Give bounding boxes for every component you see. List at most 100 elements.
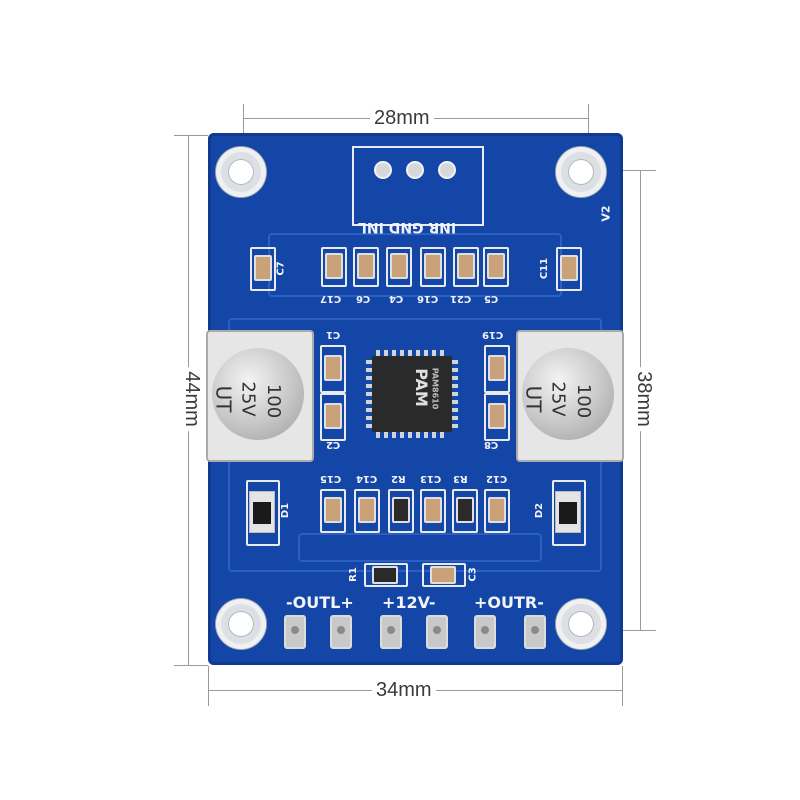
bottom-cap-frame: [354, 489, 380, 533]
mid-capacitor: [324, 355, 342, 381]
right-dimension-top-tick: [600, 170, 656, 171]
mounting-hole-top-left: [216, 147, 266, 197]
mid-cap-frame: [484, 393, 510, 441]
mounting-hole-bottom-right: [556, 599, 606, 649]
diode-label-right: D2: [534, 502, 546, 519]
r1-label: R1: [347, 567, 359, 582]
mid-cap-label: C1: [326, 329, 341, 340]
top-cap-label: C4: [389, 293, 404, 304]
mid-cap-frame: [320, 393, 346, 441]
top-dimension-left-tick: [243, 104, 244, 144]
terminal-pin: [330, 615, 352, 649]
chip-brand: PAM: [411, 368, 431, 407]
trace: [268, 233, 562, 297]
terminal-pin: [380, 615, 402, 649]
diode-left: [249, 491, 275, 533]
top-capacitor: [325, 253, 343, 279]
bottom-row-label: R2: [391, 473, 406, 484]
electrolytic-cap-right-series: UT: [521, 385, 546, 413]
terminal-label-12v: +12V-: [382, 593, 436, 612]
c3-capacitor: [430, 566, 456, 584]
bottom-res-frame: [388, 489, 414, 533]
electrolytic-cap-left: [212, 348, 304, 440]
electrolytic-cap-right-voltage: 25V: [547, 381, 569, 417]
top-cap-label: C21: [450, 293, 472, 304]
c3-label: C3: [467, 567, 479, 582]
diode-frame-left: [246, 480, 280, 546]
corner-label: V2: [599, 205, 613, 222]
side-capacitor-left: [254, 255, 272, 281]
input-header-outline: [352, 146, 484, 226]
chip-pins-left: [366, 360, 372, 428]
mid-capacitor: [324, 403, 342, 429]
left-dimension-label: 44mm: [180, 367, 203, 431]
trace: [298, 533, 542, 562]
top-cap-label: C17: [320, 293, 342, 304]
terminal-label-outl: -OUTL+: [286, 593, 354, 612]
bottom-capacitor: [424, 497, 442, 523]
r1-frame: [364, 563, 408, 587]
side-cap-label-left: C7: [275, 261, 287, 276]
top-cap-frame: [321, 247, 347, 287]
top-cap-frame: [420, 247, 446, 287]
top-dimension-label: 28mm: [370, 107, 434, 129]
bottom-capacitor: [324, 497, 342, 523]
bottom-capacitor: [358, 497, 376, 523]
top-cap-label: C5: [484, 293, 499, 304]
mid-cap-frame: [484, 345, 510, 393]
side-cap-frame-left: [250, 247, 276, 291]
input-header-label: INR GND INL: [358, 219, 457, 235]
top-dimension-right-tick: [588, 104, 589, 144]
bottom-cap-frame: [320, 489, 346, 533]
bottom-resistor: [456, 497, 474, 523]
terminal-pin: [426, 615, 448, 649]
top-cap-frame: [386, 247, 412, 287]
bottom-dimension-right-tick: [622, 666, 623, 706]
mounting-hole-top-right: [556, 147, 606, 197]
c3-frame: [422, 563, 466, 587]
top-cap-label: C6: [356, 293, 371, 304]
side-capacitor-right: [560, 255, 578, 281]
mid-cap-frame: [320, 345, 346, 393]
top-cap-frame: [483, 247, 509, 287]
side-cap-label-right: C11: [539, 257, 551, 280]
right-dimension-bottom-tick: [600, 630, 656, 631]
chip-text: PAM8610: [430, 367, 440, 410]
top-cap-label: C16: [417, 293, 439, 304]
mounting-hole-bottom-left: [216, 599, 266, 649]
top-capacitor: [357, 253, 375, 279]
side-cap-frame-right: [556, 247, 582, 291]
top-capacitor: [487, 253, 505, 279]
diode-right: [555, 491, 581, 533]
bottom-row-label: C12: [486, 473, 508, 484]
electrolytic-cap-left-voltage: 25V: [237, 381, 259, 417]
input-header-pin: [374, 161, 392, 179]
bottom-res-frame: [452, 489, 478, 533]
left-dimension-top-tick: [174, 135, 208, 136]
right-dimension-label: 38mm: [632, 367, 655, 431]
input-header-pin: [438, 161, 456, 179]
terminal-label-outr: +OUTR-: [474, 593, 544, 612]
bottom-cap-frame: [484, 489, 510, 533]
top-capacitor: [424, 253, 442, 279]
mid-capacitor: [488, 355, 506, 381]
electrolytic-cap-left-series: UT: [211, 385, 236, 413]
chip-pins-bottom: [376, 432, 448, 438]
diode-label-left: D1: [280, 502, 292, 519]
bottom-resistor: [392, 497, 410, 523]
bottom-dimension-left-tick: [208, 666, 209, 706]
bottom-cap-frame: [420, 489, 446, 533]
chip-pins-top: [376, 350, 448, 356]
mid-cap-label: C8: [484, 439, 499, 450]
bottom-row-label: C13: [420, 473, 442, 484]
top-cap-frame: [353, 247, 379, 287]
input-header-pin: [406, 161, 424, 179]
electrolytic-cap-right-value: 100: [573, 383, 595, 419]
amplifier-chip: PAM PAM8610: [372, 356, 452, 432]
r1-resistor: [372, 566, 398, 584]
bottom-dimension-label: 34mm: [372, 679, 436, 701]
mid-cap-label: C2: [326, 439, 341, 450]
terminal-pin: [524, 615, 546, 649]
electrolytic-cap-left-value: 100: [263, 383, 285, 419]
top-capacitor: [390, 253, 408, 279]
